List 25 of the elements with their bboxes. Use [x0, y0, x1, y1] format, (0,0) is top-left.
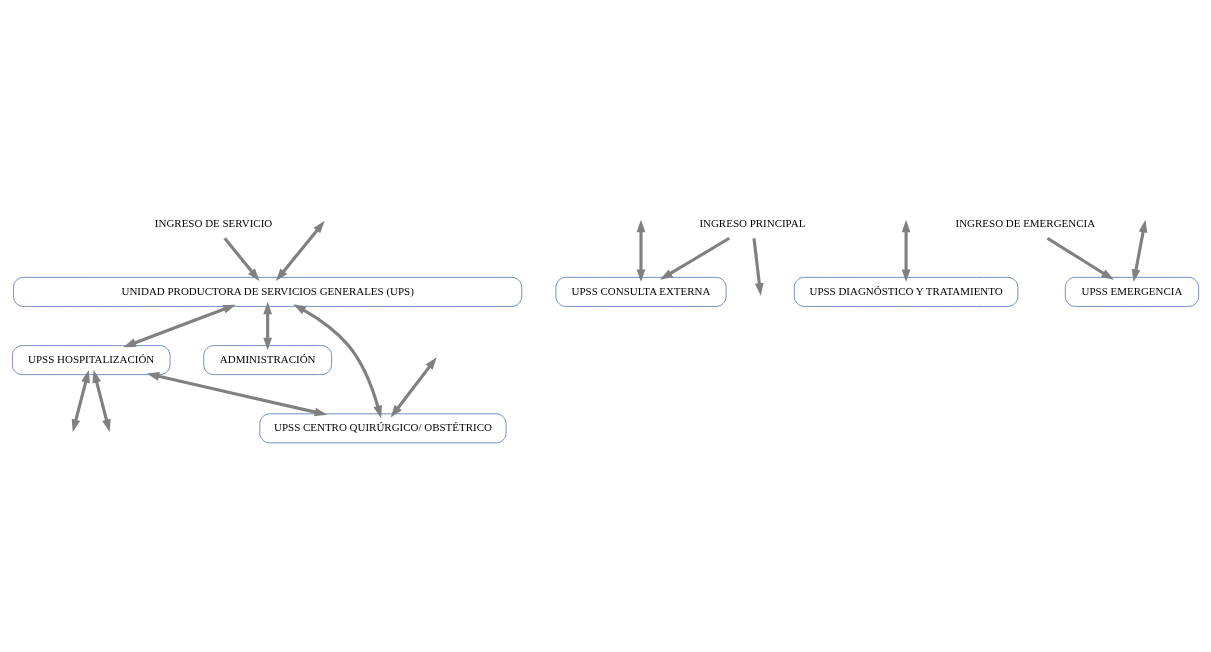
- node-box: UPSS CONSULTA EXTERNA: [555, 277, 727, 307]
- arrow: [752, 238, 764, 296]
- node-box: UPSS HOSPITALIZACIÓN: [11, 345, 171, 375]
- arrow: [123, 304, 236, 348]
- arrow: [263, 301, 273, 351]
- arrow: [293, 304, 382, 419]
- arrow: [390, 357, 437, 418]
- node-text: INGRESO DE SERVICIO: [154, 216, 273, 229]
- node-text: INGRESO DE EMERGENCIA: [955, 216, 1096, 229]
- arrow: [901, 219, 911, 283]
- node-box: UPSS EMERGENCIA: [1064, 277, 1200, 307]
- node-box: UPSS CENTRO QUIRÚRGICO/ OBSTÉTRICO: [259, 413, 507, 444]
- arrow: [275, 220, 325, 282]
- arrow: [1046, 236, 1114, 280]
- node-box: UPSS DIAGNÓSTICO Y TRATAMIENTO: [793, 277, 1019, 307]
- arrow: [71, 370, 90, 433]
- arrow: [146, 372, 328, 417]
- node-box: UNIDAD PRODUCTORA DE SERVICIOS GENERALES (UPS): [13, 277, 523, 307]
- arrow: [92, 370, 111, 433]
- arrow: [636, 219, 646, 283]
- arrow: [1131, 219, 1148, 283]
- node-text: INGRESO PRINCIPAL: [699, 216, 806, 229]
- arrow: [223, 237, 260, 281]
- node-box: ADMINISTRACIÓN: [203, 345, 332, 375]
- arrow: [659, 236, 731, 280]
